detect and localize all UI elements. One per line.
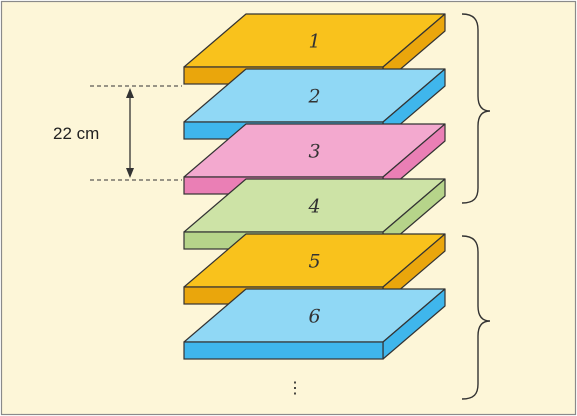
measure-arrow-head-down — [126, 168, 134, 178]
height-measurement: 22 cm — [53, 85, 182, 181]
slab-number-label: 6 — [308, 306, 320, 328]
slab-number-label: 2 — [307, 86, 320, 108]
slab-stack: 1 2 3 4 5 6 — [183, 13, 446, 360]
slab-number-label: 5 — [308, 251, 320, 273]
lower-group-brace — [461, 235, 491, 400]
slab-number-label: 4 — [307, 196, 320, 218]
slab-front-face — [183, 341, 384, 360]
slab-6: 6 — [183, 288, 446, 360]
measure-arrow-head-up — [126, 88, 134, 98]
measure-label: 22 cm — [53, 124, 99, 143]
upper-group-brace — [461, 13, 491, 204]
slab-2: 2 — [183, 68, 446, 140]
slab-number-label: 1 — [308, 31, 320, 53]
slab-number-label: 3 — [308, 141, 320, 163]
continuation-dots: ⋮ — [287, 380, 303, 397]
